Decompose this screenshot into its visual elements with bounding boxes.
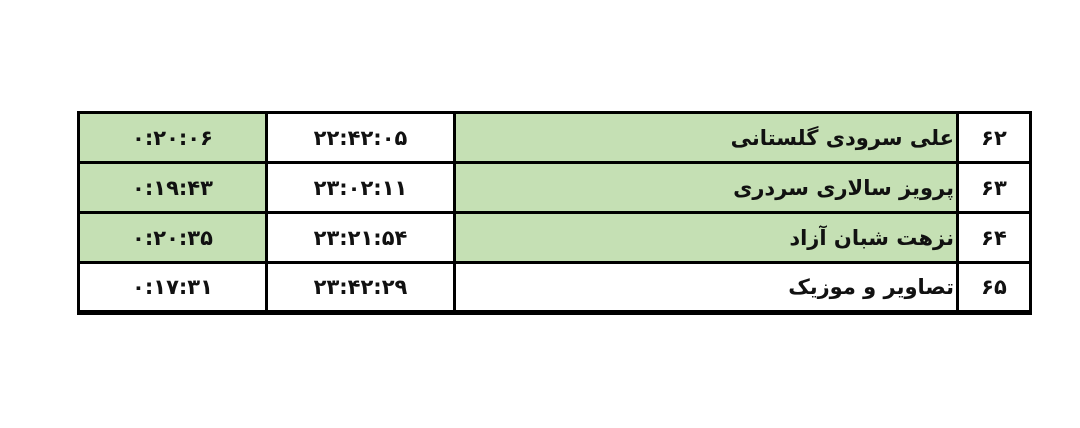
program-title: نزهت شبان آزاد [453,211,959,264]
row-number: ۶۳ [956,161,1032,214]
duration: ۰:۱۹:۴۳ [77,161,268,214]
program-title: پرویز سالاری سردری [453,161,959,214]
start-time: ۲۳:۰۲:۱۱ [265,161,456,214]
row-number: ۶۵ [956,261,1032,315]
start-time: ۲۲:۴۲:۰۵ [265,111,456,164]
program-title: تصاویر و موزیک [453,261,959,315]
duration: ۰:۱۷:۳۱ [77,261,268,315]
row-number: ۶۴ [956,211,1032,264]
duration: ۰:۲۰:۳۵ [77,211,268,264]
table-row: ۶۲ علی سرودی گلستانی ۲۲:۴۲:۰۵ ۰:۲۰:۰۶ [77,111,1032,164]
table-row: ۶۵ تصاویر و موزیک ۲۳:۴۲:۲۹ ۰:۱۷:۳۱ [77,261,1032,315]
row-number: ۶۲ [956,111,1032,164]
program-title: علی سرودی گلستانی [453,111,959,164]
table-row: ۶۳ پرویز سالاری سردری ۲۳:۰۲:۱۱ ۰:۱۹:۴۳ [77,161,1032,214]
start-time: ۲۳:۴۲:۲۹ [265,261,456,315]
table-row: ۶۴ نزهت شبان آزاد ۲۳:۲۱:۵۴ ۰:۲۰:۳۵ [77,211,1032,264]
schedule-table: ۶۲ علی سرودی گلستانی ۲۲:۴۲:۰۵ ۰:۲۰:۰۶ ۶۳… [77,111,1032,315]
duration: ۰:۲۰:۰۶ [77,111,268,164]
start-time: ۲۳:۲۱:۵۴ [265,211,456,264]
